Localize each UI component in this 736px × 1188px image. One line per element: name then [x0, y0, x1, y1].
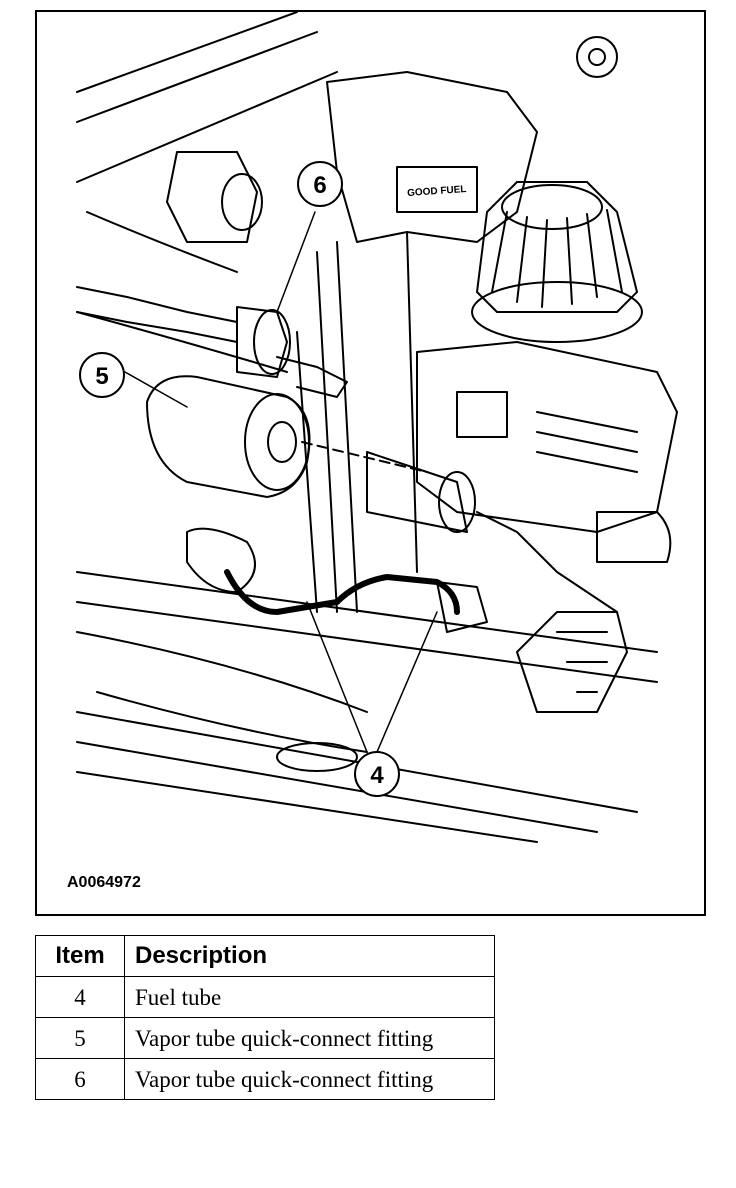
- filler-cap-base: [471, 281, 643, 343]
- quick-connect-6: [236, 306, 288, 378]
- callout-4: 4: [354, 751, 400, 797]
- fuel-label-text: GOOD FUEL: [407, 184, 467, 199]
- left-connector: [166, 151, 258, 243]
- floor-hole: [276, 742, 358, 772]
- description-cell: Vapor tube quick-connect fitting: [124, 1058, 495, 1100]
- right-nozzle: [596, 511, 672, 563]
- fuel-tube-4-fitting: [186, 527, 256, 593]
- filler-cap: [476, 181, 638, 313]
- description-cell: Fuel tube: [124, 976, 495, 1018]
- quick-connect-5-inner: [267, 421, 297, 463]
- leader-4a: [306, 601, 368, 753]
- table-row: 4 Fuel tube: [35, 976, 495, 1018]
- leader-5: [124, 371, 188, 408]
- leader-6: [276, 211, 316, 313]
- lower-rail: [76, 571, 658, 843]
- callout-5-text: 5: [95, 363, 108, 390]
- bolt-head: [576, 36, 618, 78]
- legend-header-row: Item Description: [35, 935, 495, 977]
- filler-cap-ribs: [491, 209, 623, 308]
- fuel-tube-4-right-fitting: [436, 581, 488, 633]
- vertical-post-left: [296, 251, 338, 613]
- left-bracket: [76, 211, 288, 373]
- left-connector-port: [221, 173, 263, 231]
- leader-4b: [376, 611, 438, 753]
- legend-table: Item Description 4 Fuel tube 5 Vapor tub…: [35, 935, 495, 1100]
- right-bracket-detail: [556, 631, 608, 693]
- fuel-label-band: [396, 166, 478, 213]
- description-header: Description: [124, 935, 495, 977]
- filler-cap-top: [501, 184, 603, 230]
- center-pipe: [366, 451, 468, 533]
- vapor-tube-5: [76, 286, 238, 323]
- floor-lines: [76, 631, 368, 753]
- figure-frame: GOOD FUEL 6 5 4 A0064972: [35, 10, 706, 916]
- right-bracket: [516, 611, 628, 713]
- dashed-axis: [301, 441, 428, 473]
- vapor-tube-5-lower: [76, 311, 238, 343]
- callout-4-text: 4: [370, 762, 384, 789]
- engine-body-lower: [336, 231, 618, 613]
- callout-6: 6: [297, 161, 343, 207]
- bolt-head-inner: [588, 48, 606, 66]
- fuel-tube-4: [224, 569, 460, 615]
- retainer-clip: [276, 356, 348, 398]
- quick-connect-5-opening: [244, 393, 310, 491]
- item-header: Item: [35, 935, 125, 977]
- valve-ribs: [536, 411, 638, 473]
- callout-6-text: 6: [313, 172, 326, 199]
- valve-tab: [456, 391, 508, 438]
- table-row: 5 Vapor tube quick-connect fitting: [35, 1017, 495, 1059]
- description-cell: Vapor tube quick-connect fitting: [124, 1017, 495, 1059]
- item-cell: 4: [35, 976, 125, 1018]
- engine-illustration: GOOD FUEL 6 5 4: [76, 12, 678, 843]
- upper-left-beam: [76, 12, 338, 183]
- item-cell: 6: [35, 1058, 125, 1100]
- callout-5: 5: [79, 352, 125, 398]
- engine-body: [326, 71, 538, 243]
- item-cell: 5: [35, 1017, 125, 1059]
- center-pipe-end: [438, 471, 476, 533]
- table-row: 6 Vapor tube quick-connect fitting: [35, 1058, 495, 1100]
- quick-connect-6-ring: [253, 309, 291, 375]
- figure-code: A0064972: [67, 874, 141, 891]
